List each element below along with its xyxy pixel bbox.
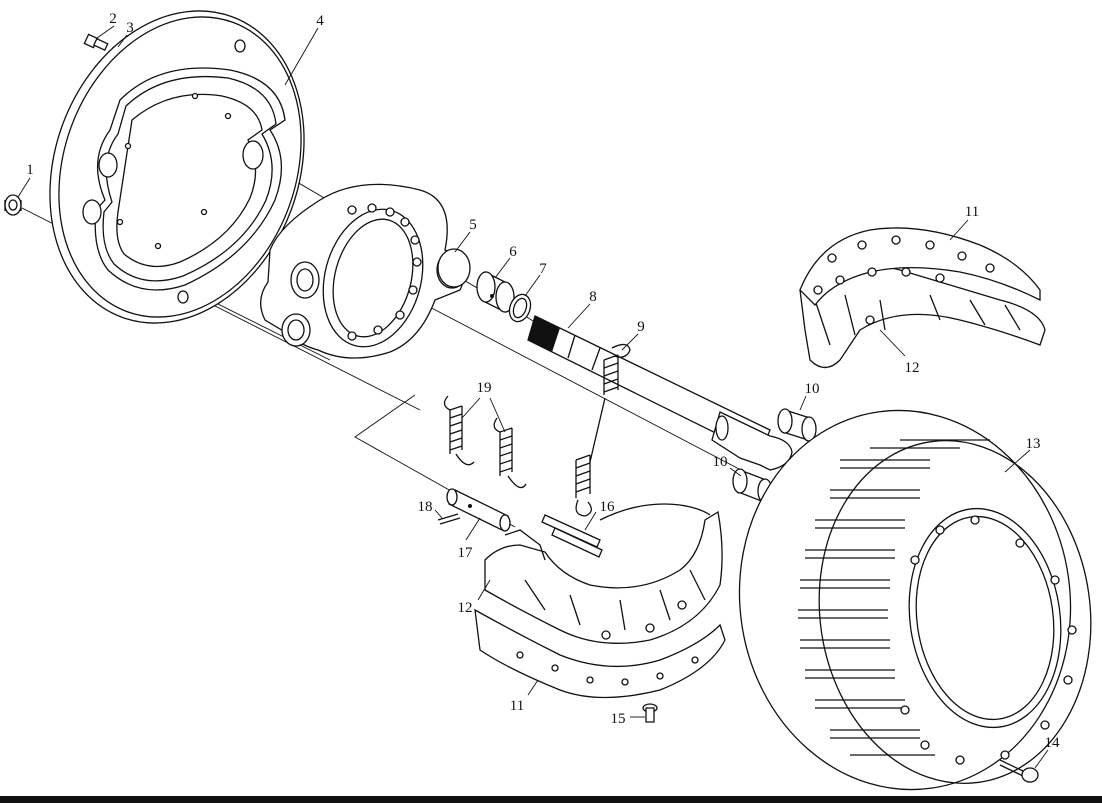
part-7-o-ring [508, 293, 532, 323]
callout-18: 18 [418, 499, 433, 515]
part-11-lining-lower [474, 608, 726, 699]
part-12-brake-shoe-lower [484, 503, 723, 644]
callout-3: 3 [126, 20, 134, 36]
callout-10-upper: 10 [805, 381, 820, 397]
part-15-rivet [642, 703, 658, 723]
part-18-clip-pin [437, 513, 461, 525]
callout-15: 15 [611, 711, 626, 727]
callout-10-lower: 10 [713, 454, 728, 470]
callout-7: 7 [539, 261, 547, 277]
callout-2: 2 [109, 11, 117, 27]
callout-17: 17 [458, 545, 474, 561]
part-13-brake-drum [738, 409, 1092, 791]
part-6-sleeve [476, 270, 515, 314]
callout-13: 13 [1026, 436, 1041, 452]
part-11-lining-upper [799, 227, 1041, 325]
callout-11-lower: 11 [510, 698, 524, 714]
callout-4: 4 [316, 13, 324, 29]
part-8-camshaft [527, 315, 793, 471]
callout-6: 6 [509, 244, 517, 260]
part-14-wheel-bolt [999, 759, 1039, 783]
callout-16: 16 [600, 499, 616, 515]
callout-8: 8 [589, 289, 597, 305]
callout-5: 5 [469, 217, 477, 233]
part-2-bolt [83, 33, 109, 52]
callout-12-lower: 12 [458, 600, 473, 616]
callout-1: 1 [26, 162, 34, 178]
part-1-bushing [4, 194, 22, 216]
callout-11-upper: 11 [965, 204, 979, 220]
part-4-dust-shield [49, 10, 305, 324]
part-16-roller-pins [541, 514, 603, 558]
callout-19: 19 [477, 380, 492, 396]
part-12-brake-shoe-upper [799, 264, 1046, 369]
callout-9: 9 [637, 319, 645, 335]
part-5-bushing-ring [437, 248, 471, 288]
part-10-roller-upper [777, 408, 817, 442]
part-17-anchor-pin [446, 488, 511, 532]
part-19-springs [443, 395, 527, 489]
drum-cooling-fins [798, 439, 990, 756]
bottom-border-bar [0, 796, 1102, 803]
part-9-return-spring [575, 343, 631, 517]
callout-labels: 1 2 3 4 5 6 7 8 9 10 10 11 11 12 12 13 1… [26, 11, 1060, 751]
leader-lines [17, 25, 1049, 769]
callout-14: 14 [1045, 735, 1061, 751]
callout-12-upper: 12 [905, 360, 920, 376]
